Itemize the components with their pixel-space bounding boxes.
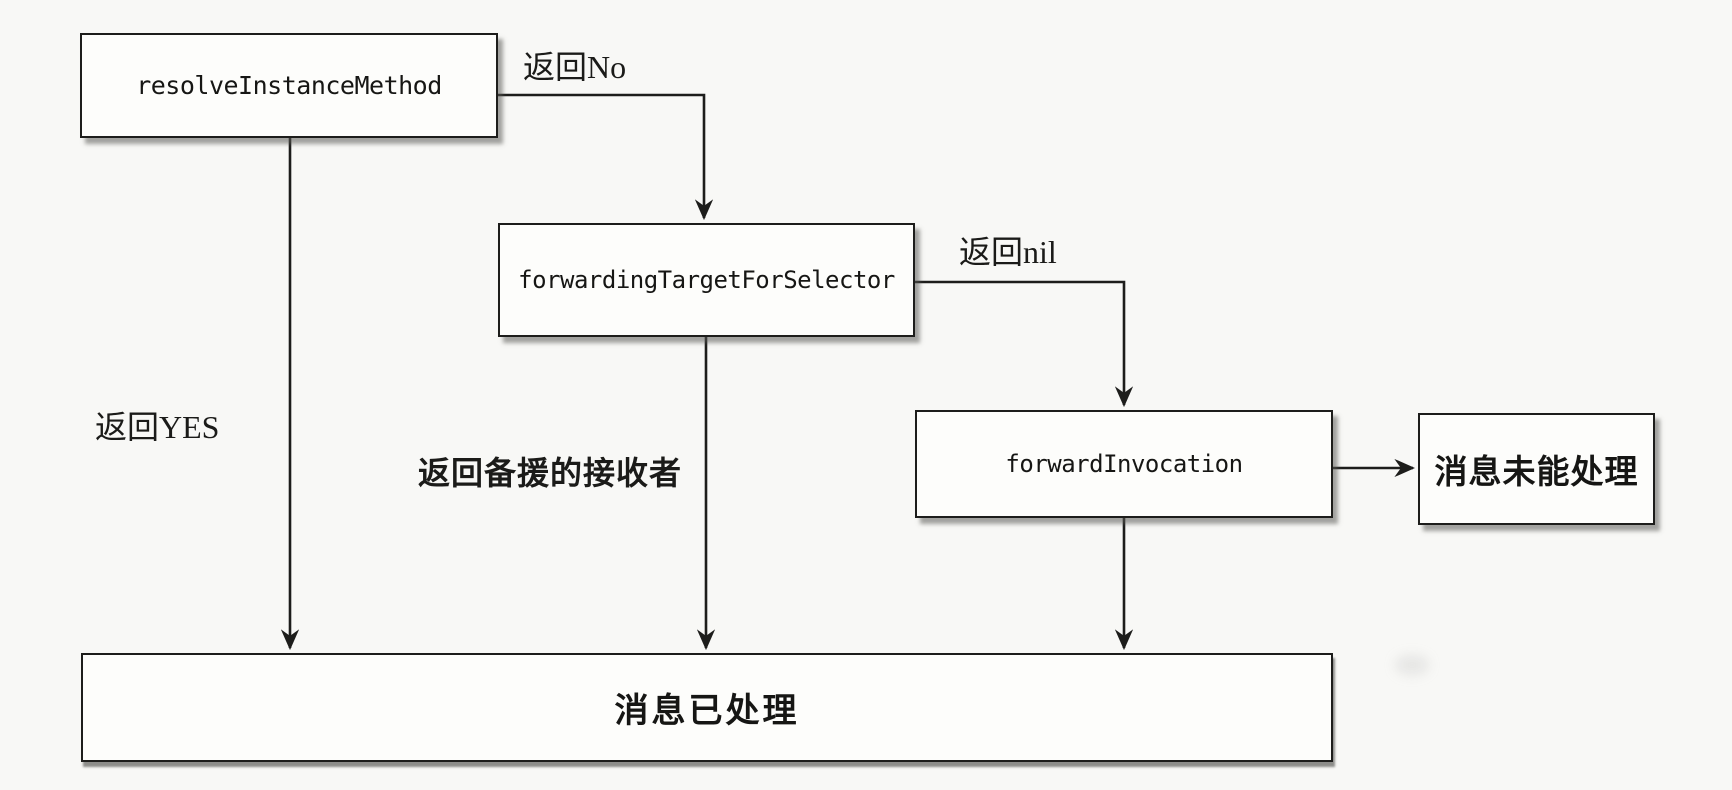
node-label: forwardInvocation: [1005, 450, 1243, 478]
edge-label-return-backup-receiver: 返回备援的接收者: [418, 455, 683, 491]
node-resolve-instance-method: resolveInstanceMethod: [80, 33, 498, 138]
edge-resolve-to-forwardingtarget: [498, 93, 714, 221]
node-label: 消息未能处理: [1434, 455, 1639, 491]
scan-smudge: [1395, 655, 1429, 675]
node-label: forwardingTargetForSelector: [518, 266, 895, 294]
edge-label-return-nil: 返回nil: [959, 234, 1057, 270]
node-label: 消息已处理: [614, 693, 800, 730]
node-forwarding-target-for-selector: forwardingTargetForSelector: [498, 223, 915, 337]
node-message-handled: 消息已处理: [81, 653, 1333, 762]
node-label: resolveInstanceMethod: [136, 71, 442, 100]
edge-forwardingtarget-to-forwardinvocation: [915, 280, 1134, 408]
node-message-not-handled: 消息未能处理: [1418, 413, 1655, 525]
edge-label-return-yes: 返回YES: [95, 409, 220, 445]
edge-label-return-no: 返回No: [523, 49, 627, 85]
node-forward-invocation: forwardInvocation: [915, 410, 1333, 518]
